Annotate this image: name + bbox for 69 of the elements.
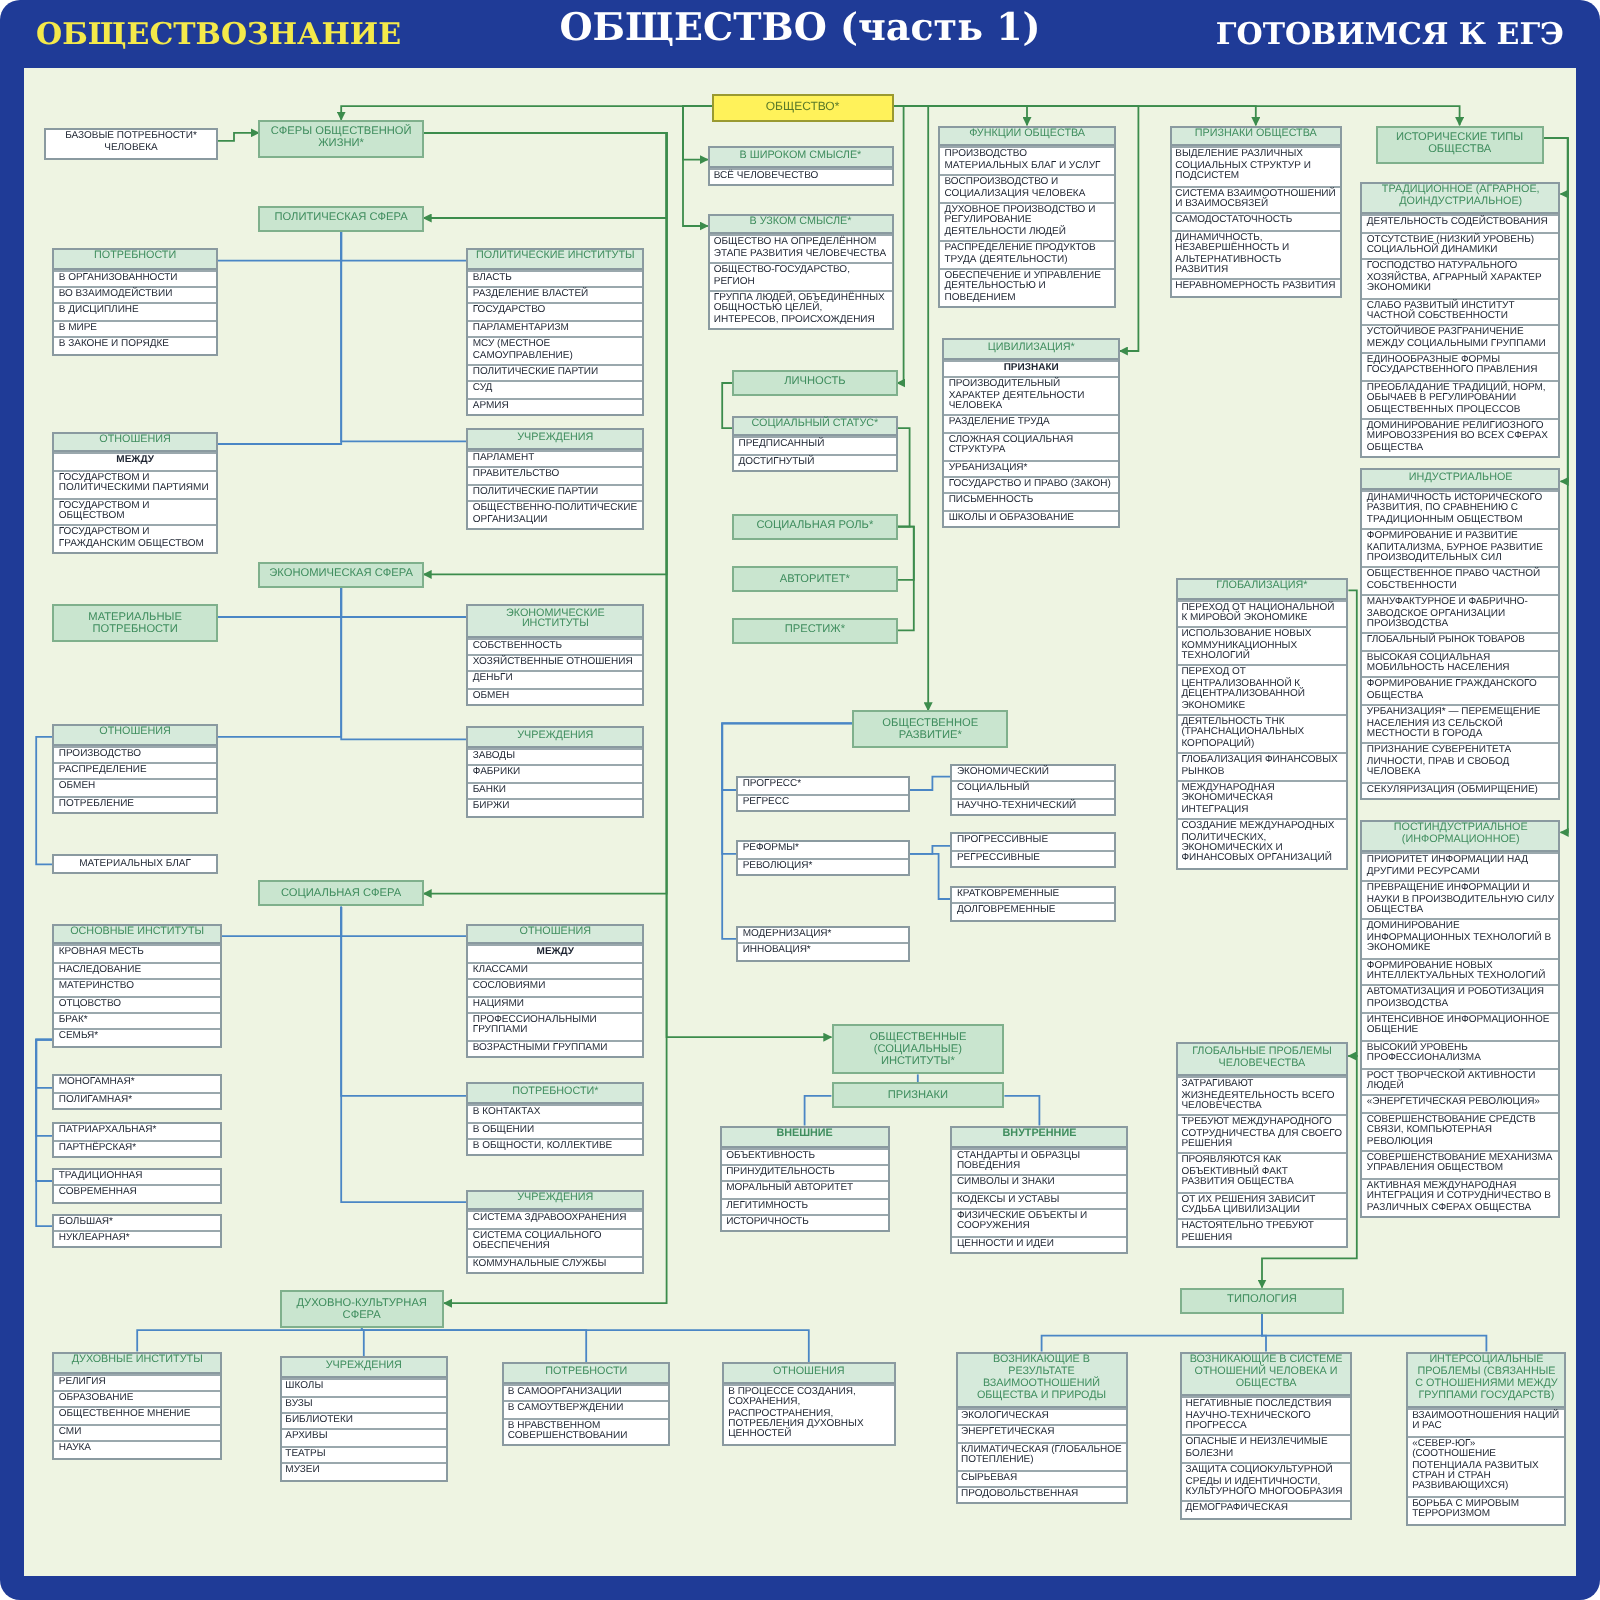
list-box (950, 885, 1116, 922)
connector-line (721, 382, 734, 430)
info-table (950, 1125, 1129, 1255)
info-table (466, 1082, 644, 1157)
connector-line (136, 1327, 363, 1353)
info-table (466, 1189, 644, 1274)
info-table (1360, 468, 1561, 800)
arrow (682, 105, 713, 231)
info-table (466, 247, 644, 417)
info-table (707, 213, 894, 331)
connector-line (1261, 1312, 1488, 1353)
info-table (732, 415, 898, 473)
list-box (52, 1122, 222, 1159)
list-box (736, 840, 910, 877)
info-table (707, 146, 894, 187)
connector-line (896, 525, 915, 632)
list-box (52, 1167, 222, 1204)
info-table (942, 338, 1120, 529)
info-table (466, 726, 644, 818)
info-table (1169, 125, 1343, 298)
connector-line (35, 735, 54, 866)
info-table (720, 1125, 890, 1233)
arrow (1257, 1055, 1358, 1289)
info-table (52, 247, 218, 356)
connector-line (340, 586, 468, 741)
arrow (892, 105, 906, 388)
connector-line (35, 1038, 54, 1228)
info-table (1175, 1042, 1349, 1249)
connector-line (908, 775, 952, 791)
header-label: ГОТОВИМСЯ К ЕГЭ (1215, 16, 1564, 52)
list-box (52, 1213, 222, 1249)
connector-line (803, 1094, 833, 1127)
info-table (1175, 577, 1349, 870)
connector-line (360, 1327, 365, 1358)
info-table (1406, 1351, 1567, 1526)
info-table (501, 1362, 671, 1447)
info-table (466, 604, 644, 707)
info-table (279, 1356, 449, 1482)
info-table (722, 1362, 896, 1446)
connector-line (360, 1327, 810, 1363)
info-table (466, 923, 644, 1059)
connector-line (916, 1073, 919, 1084)
info-table (52, 923, 222, 1048)
list-box (52, 1074, 222, 1111)
info-table (52, 431, 218, 555)
arrow (892, 105, 1140, 356)
list-box (736, 776, 910, 813)
connector-line (908, 852, 952, 900)
info-table (1179, 1351, 1353, 1520)
arrow (216, 128, 260, 142)
info-table (938, 125, 1116, 309)
connector-line (340, 905, 468, 1204)
arrow (1347, 589, 1358, 1061)
header-label: ОБЩЕСТВОЗНАНИЕ (36, 16, 402, 52)
info-table (1360, 819, 1561, 1218)
info-table (52, 723, 218, 815)
list-box (736, 925, 910, 962)
connector-line (340, 230, 468, 443)
info-table (1360, 181, 1561, 459)
info-table (466, 428, 644, 530)
info-table (52, 1351, 222, 1460)
connector-line (1003, 1094, 1041, 1127)
list-box (950, 763, 1116, 816)
list-box (950, 832, 1116, 869)
connector-line (721, 722, 853, 940)
connector-line (896, 427, 911, 528)
diagram-title: ОБЩЕСТВО (часть 1) (559, 6, 1041, 50)
info-table (955, 1351, 1129, 1505)
arrow (1543, 137, 1569, 837)
